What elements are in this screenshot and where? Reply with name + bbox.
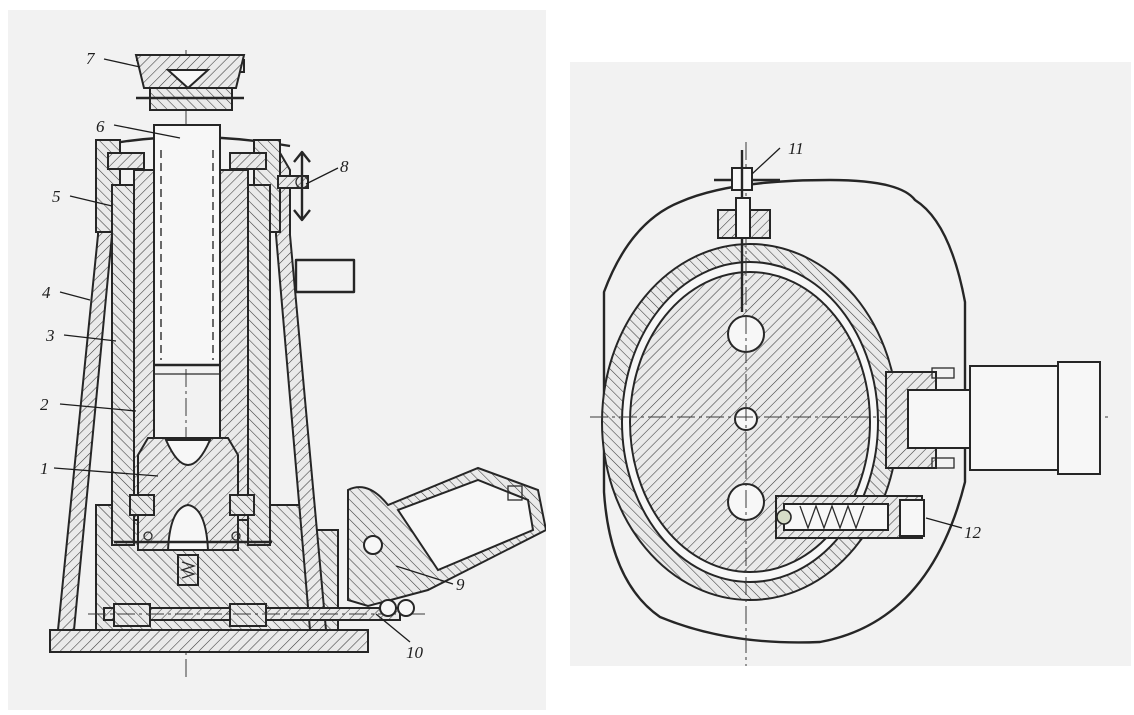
- pump-cylinder-left: [907, 389, 973, 449]
- callout-12: 12: [964, 523, 982, 542]
- callout-1: 1: [40, 459, 49, 478]
- jack-section-view: 7 6 8 5 4 3 2 1 9 10: [8, 10, 546, 710]
- pump-spring-right: [229, 603, 267, 627]
- relief-spring: [799, 504, 865, 530]
- callout-11: 11: [788, 139, 804, 158]
- pump-spring-left: [113, 603, 151, 627]
- cup-seal-right: [229, 494, 255, 516]
- cup-seal-left: [129, 494, 155, 516]
- cylinder-left-wall: [111, 184, 135, 546]
- plunger-upper-cavity: [164, 439, 212, 466]
- cylinder-right-wall: [247, 184, 271, 546]
- callout-3: 3: [45, 326, 55, 345]
- seal-right: [229, 152, 267, 170]
- base-plate: [49, 629, 369, 653]
- jack-section-drawing: 7 6 8 5 4 3 2 1 9 10: [40, 49, 546, 680]
- base-outline: [602, 178, 967, 644]
- callout-5: 5: [52, 187, 61, 206]
- side-lug: [294, 258, 356, 294]
- plunger-lower-cavity: [166, 503, 210, 551]
- pump-cylinder: [969, 365, 1071, 471]
- jack-plan-view: 11 12: [570, 62, 1131, 666]
- callout-8: 8: [340, 157, 349, 176]
- outer-housing-right-wall: [275, 142, 328, 631]
- callout-6: 6: [96, 117, 105, 136]
- callout-2: 2: [40, 395, 49, 414]
- callout-9: 9: [456, 575, 465, 594]
- screw: [153, 124, 221, 366]
- jack-plan-drawing: 11 12: [590, 139, 1110, 666]
- release-screw-body: [277, 175, 309, 189]
- callout-7: 7: [86, 49, 96, 68]
- plunger: [137, 437, 239, 551]
- pump-cylinder-cap: [1057, 361, 1101, 475]
- callout-4: 4: [42, 283, 51, 302]
- callout-10: 10: [406, 643, 424, 662]
- seal-left: [107, 152, 145, 170]
